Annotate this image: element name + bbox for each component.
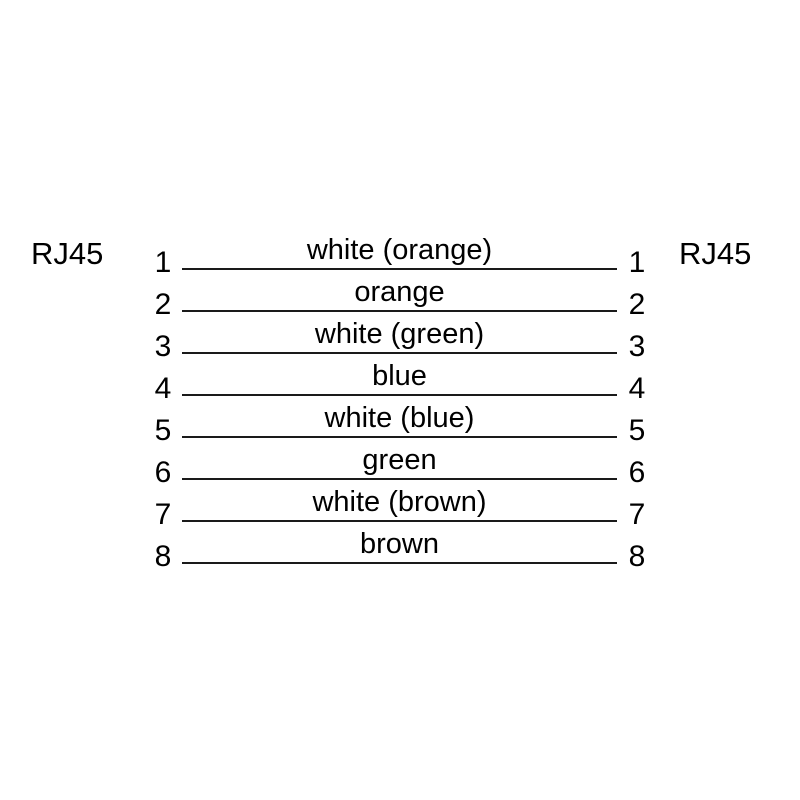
right-pin-number: 2 [628,288,646,321]
wire-color-label: blue [372,360,427,392]
wire-line [182,352,617,354]
left-pin-number: 8 [154,540,172,573]
right-pin-number: 1 [628,246,646,279]
left-pin-number: 5 [154,414,172,447]
left-pin-number: 1 [154,246,172,279]
left-pin-number: 4 [154,372,172,405]
left-pin-number: 6 [154,456,172,489]
right-pin-number: 4 [628,372,646,405]
wire-color-label: white (brown) [312,486,487,518]
wire-line [182,520,617,522]
wire-color-label: green [362,444,437,476]
right-pin-number: 8 [628,540,646,573]
right-pin-number: 5 [628,414,646,447]
left-connector-label: RJ45 [31,236,104,271]
right-pin-number: 6 [628,456,646,489]
left-pin-number: 2 [154,288,172,321]
wire-color-label: white (green) [314,318,485,350]
wire-line [182,310,617,312]
wire-line [182,436,617,438]
left-pin-number: 7 [154,498,172,531]
left-pin-number: 3 [154,330,172,363]
wire-color-label: brown [360,528,439,560]
wire-line [182,394,617,396]
wire-color-label: white (orange) [306,234,493,266]
right-connector-label: RJ45 [679,236,752,271]
right-pin-number: 3 [628,330,646,363]
wire-color-label: orange [354,276,445,308]
wire-line [182,268,617,270]
wire-line [182,562,617,564]
right-pin-number: 7 [628,498,646,531]
wire-line [182,478,617,480]
wire-color-label: white (blue) [324,402,475,434]
